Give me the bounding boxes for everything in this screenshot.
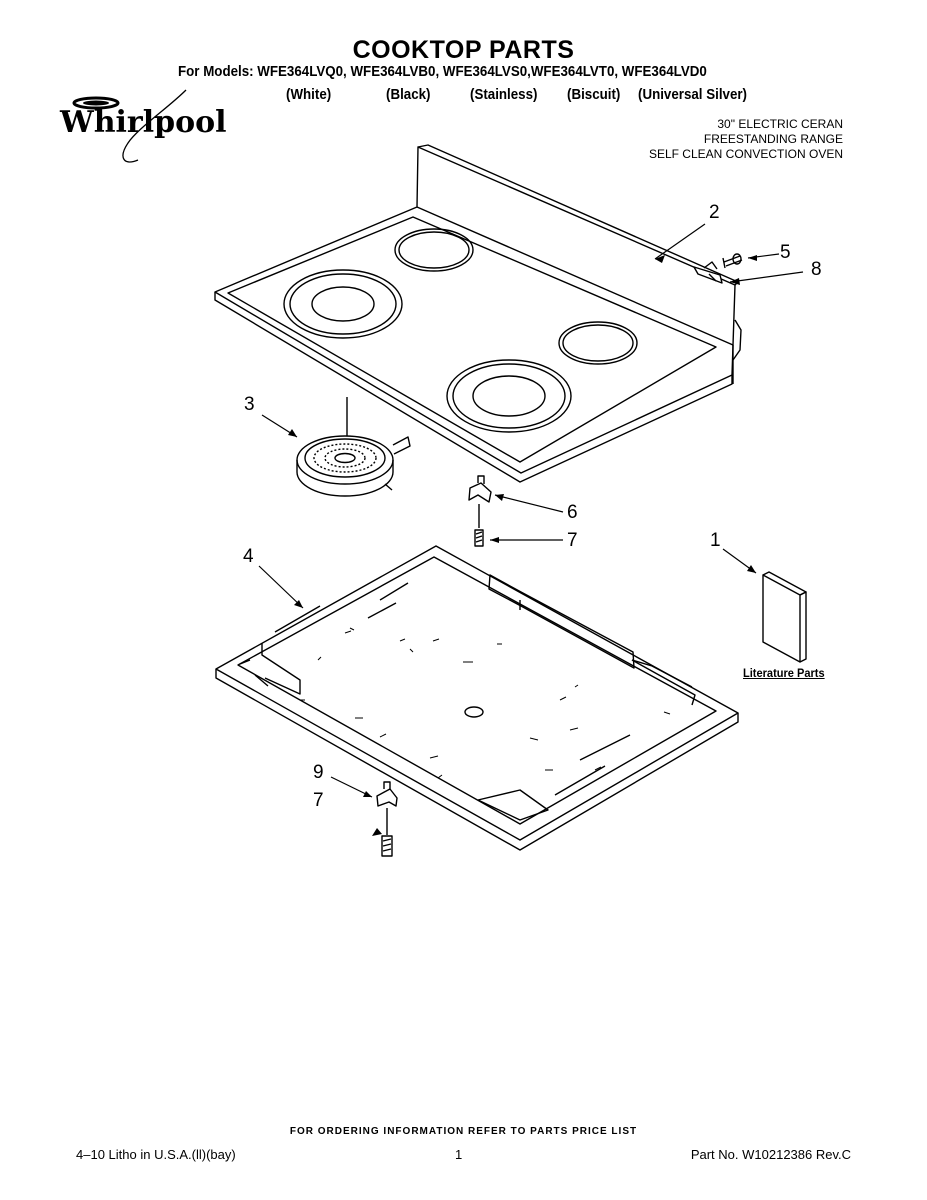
radiant-element bbox=[296, 397, 411, 497]
product-description-line-2: FREESTANDING RANGE bbox=[703, 132, 843, 146]
literature-booklet bbox=[762, 571, 807, 663]
callout-1: 1 bbox=[710, 530, 721, 551]
literature-parts-label: Literature Parts bbox=[743, 666, 825, 680]
models-line: For Models: WFE364LVQ0, WFE364LVB0, WFE3… bbox=[178, 64, 707, 80]
variant-universal-silver: (Universal Silver) bbox=[638, 87, 748, 103]
variant-biscuit: (Biscuit) bbox=[567, 87, 621, 103]
callout-9: 9 bbox=[313, 762, 324, 783]
support-frame bbox=[215, 545, 739, 851]
part-number: Part No. W10212386 Rev.C bbox=[690, 1147, 851, 1162]
callout-3: 3 bbox=[244, 394, 255, 415]
callout-7-top: 7 bbox=[567, 530, 578, 551]
page-number: 1 bbox=[455, 1147, 463, 1162]
frame-bracket bbox=[376, 781, 398, 857]
ordering-note: FOR ORDERING INFORMATION REFER TO PARTS … bbox=[289, 1126, 638, 1137]
callout-5: 5 bbox=[780, 242, 791, 263]
callout-2: 2 bbox=[709, 202, 720, 223]
product-description-line-1: 30" ELECTRIC CERAN bbox=[717, 117, 843, 131]
callout-8: 8 bbox=[811, 259, 822, 280]
whirlpool-logo: Whirlpool bbox=[59, 89, 227, 163]
leader-arrowheads bbox=[288, 255, 757, 836]
variant-stainless: (Stainless) bbox=[470, 87, 538, 103]
callout-6: 6 bbox=[567, 502, 578, 523]
product-description-line-3: SELF CLEAN CONVECTION OVEN bbox=[648, 147, 843, 161]
svg-text:Whirlpool: Whirlpool bbox=[59, 105, 227, 140]
page-title: COOKTOP PARTS bbox=[352, 36, 575, 64]
callout-7-bottom: 7 bbox=[313, 790, 324, 811]
cooktop-glass-panel bbox=[214, 144, 742, 483]
screw-and-bracket bbox=[693, 253, 743, 284]
variant-white: (White) bbox=[286, 87, 332, 103]
variant-black: (Black) bbox=[386, 87, 431, 103]
callout-4: 4 bbox=[243, 546, 254, 567]
print-info: 4–10 Litho in U.S.A.(ll)(bay) bbox=[76, 1147, 236, 1162]
element-bracket bbox=[468, 475, 492, 547]
